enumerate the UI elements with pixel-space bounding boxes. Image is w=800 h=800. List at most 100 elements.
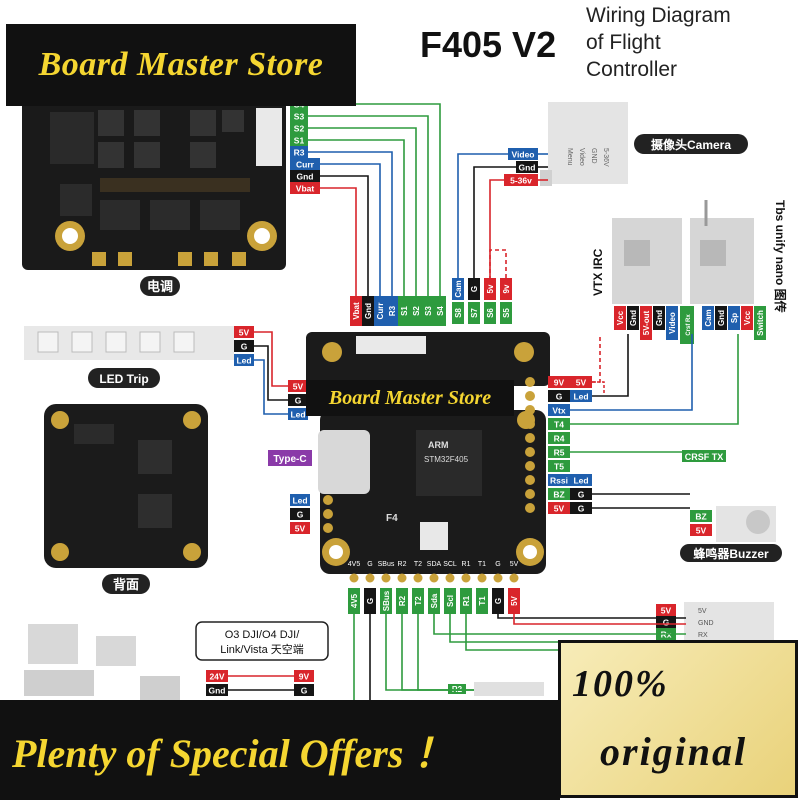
fc-top-pin-s6-text: S6 (486, 308, 495, 318)
right-pair-b-7: Led (570, 474, 592, 486)
right-pair-b-0: 5V (570, 376, 592, 388)
esc-label-s3-text: S3 (294, 112, 305, 122)
tbs-pin-3-bg (741, 306, 753, 330)
gps-module (684, 602, 774, 642)
gps-pin-1: GND (698, 620, 714, 627)
bottom-vert-10: 5V (508, 588, 520, 614)
led-fc-label-0: 5V (288, 380, 308, 392)
wire-led-1 (254, 345, 288, 401)
bottom-pad-4 (413, 573, 423, 583)
led-fc-label-1-text: G (295, 396, 302, 406)
led-trip-caption: LED Trip (99, 372, 148, 386)
tbs-pin-4-text: Switch (756, 310, 765, 336)
esc-label-r3: R3 (290, 146, 308, 158)
vtx-extra-text: Crsf Rx (686, 314, 692, 336)
fc-top-vert-2-text: 5v (486, 284, 495, 293)
bottom-pin-text-6: SCL (443, 561, 457, 568)
right-pad-7 (525, 475, 535, 485)
bottom-pad-2 (381, 573, 391, 583)
dji-wire-a-1-text: Gnd (209, 686, 226, 696)
wires (254, 103, 739, 700)
fc-esc-pin-s3-bg (422, 296, 434, 326)
bottom-pin-text-4: T2 (414, 561, 422, 568)
bottom-pin-text-5: SDA (427, 561, 442, 568)
tbs-pin-0-bg (702, 306, 714, 330)
gps-label-1-text: G (663, 618, 670, 628)
right-pair-a-9-text: 5V (554, 504, 565, 514)
bottom-vert-7-bg (460, 588, 472, 614)
led-strip (24, 326, 234, 360)
fc-name: F4 (386, 513, 398, 524)
bottom-vert-10-text: 5V (510, 595, 519, 605)
esc-label-r3-text: R3 (294, 148, 305, 158)
fc-top-vert-0-text: Cam (454, 280, 463, 297)
right-pair-a-7-bg (548, 474, 570, 486)
fc-top-vert-1-text: G (470, 286, 479, 292)
bottom-vert-6: Scl (444, 588, 456, 614)
dji-caption-line1: O3 DJI/O4 DJI/ (225, 629, 301, 641)
bottom-vert-5: Sda (428, 588, 440, 614)
tbs-pin-4: Switch (754, 306, 766, 340)
right-pair-a-6: T5 (548, 460, 570, 472)
right-pair-a-6-bg (548, 460, 570, 472)
fc-esc-pin-curr: Curr (374, 296, 386, 326)
fc-top-vert-1: G (468, 278, 480, 300)
fc-top-vert-3-bg (500, 278, 512, 300)
promo-box (558, 640, 798, 798)
camera-module (540, 102, 628, 186)
tbs-pin-2-bg (728, 306, 740, 330)
dji-wire-a-1: Gnd (206, 684, 228, 696)
wire-bottom-4 (417, 614, 474, 691)
led-fc-label-0-bg (288, 380, 308, 392)
right-pair-a-1-bg (548, 390, 570, 402)
bottom-pin-text-8: T1 (478, 561, 486, 568)
cam-label-1-bg (516, 161, 538, 173)
bottom-vert-4-text: T2 (414, 596, 423, 606)
dji-wire-b-0-text: 9V (299, 672, 310, 682)
tbs-pin-1-bg (715, 306, 727, 330)
vtx-extra-bg (680, 306, 694, 344)
esc-label-vbat: Vbat (290, 182, 320, 194)
right-pair-a-1: G (548, 390, 570, 402)
right-pair-b-9-text: G (578, 504, 585, 514)
wire-esc-s3 (308, 115, 429, 296)
bottom-vert-3: R2 (396, 588, 408, 614)
buzzer-label-1-bg (690, 524, 712, 536)
fc-esc-pin-vbat-bg (350, 296, 362, 326)
bottom-vert-0-bg (348, 588, 360, 614)
fc-top-pin-s5: S5 (500, 302, 512, 324)
right-pair-b-8: G (570, 488, 592, 500)
type-c-label: Type-C (273, 454, 306, 465)
bottom-pad-0 (349, 573, 359, 583)
chip-brand: ARM (428, 440, 449, 450)
dji-wire-b-1-bg (294, 684, 314, 696)
right-pair-a-7: Rssi (548, 474, 570, 486)
right-pair-a-2: Vtx (548, 404, 570, 416)
right-pair-a-0: 9V (548, 376, 570, 388)
led-fc-label-1: G (288, 394, 308, 406)
buzzer-label-0-bg (690, 510, 712, 522)
back-board (44, 404, 208, 568)
fc-top-vert-2-bg (484, 278, 496, 300)
vtx-pin-0-text: Vcc (616, 310, 625, 325)
dji-wire-a-0: 24V (206, 670, 228, 682)
tbs-pin-2-text: Sp (730, 313, 739, 323)
left-small-label-1-bg (290, 508, 310, 520)
gps-label-0-text: 5V (661, 606, 672, 616)
bottom-pin-text-1: G (367, 561, 372, 568)
vtx-pin-1: Gnd (627, 306, 639, 330)
fc-esc-pin-s2: S2 (410, 296, 422, 326)
bottom-pin-text-9: G (495, 561, 500, 568)
bottom-vert-3-text: R2 (398, 595, 407, 606)
esc-label-gnd: Gnd (290, 170, 320, 182)
vtx-pin-4: Video (666, 306, 678, 340)
bottom-vert-7: R1 (460, 588, 472, 614)
page-title: F405 V2 (420, 24, 557, 65)
buzzer-label-0-text: BZ (695, 512, 706, 522)
bottom-pad-6 (445, 573, 455, 583)
esc-label-s2: S2 (290, 122, 308, 134)
dji-devices (24, 624, 180, 700)
fc-esc-pin-s3-text: S3 (424, 306, 433, 316)
camera-caption-bg (634, 134, 748, 154)
